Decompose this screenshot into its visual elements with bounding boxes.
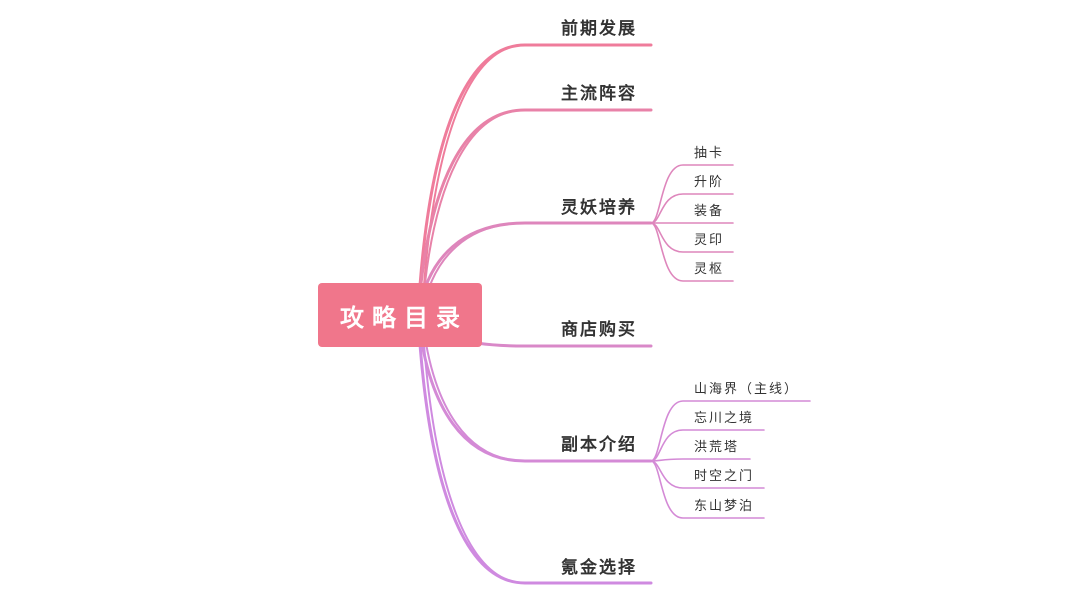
connector-root-branch-shadow [421, 44, 526, 316]
connector-branch-child [650, 460, 765, 519]
child-wangchuan-zhijing[interactable]: 忘川之境 [694, 411, 755, 426]
connector-branch-child [650, 193, 734, 224]
child-honghuang-ta[interactable]: 洪荒塔 [694, 440, 740, 455]
child-shanhaijie-zhuxian[interactable]: 山海界（主线） [694, 382, 800, 397]
branch-qianqi-fazhan[interactable]: 前期发展 [561, 19, 637, 39]
connector-branch-child [650, 164, 734, 224]
branch-fuben-jieshao[interactable]: 副本介绍 [561, 435, 637, 455]
branch-zhuliu-zhenrong[interactable]: 主流阵容 [561, 84, 637, 104]
branch-lingyao-peiyang[interactable]: 灵妖培养 [561, 198, 637, 218]
child-lingshu[interactable]: 灵枢 [694, 262, 725, 277]
connector-branch-child [650, 458, 751, 462]
child-zhuangbei[interactable]: 装备 [694, 204, 725, 219]
connector-branch-child [650, 222, 734, 282]
connector-root-branch-shadow [421, 314, 526, 584]
child-shengjie[interactable]: 升阶 [694, 175, 725, 190]
connector-branch-child [650, 400, 811, 462]
root-label: 攻略目录 [340, 302, 468, 332]
child-dongshan-mengbo[interactable]: 东山梦泊 [694, 499, 755, 514]
connector-root-branch-shadow [421, 109, 526, 316]
root-node[interactable]: 攻略目录 [318, 283, 482, 347]
connector-root-branch-shadow [421, 314, 526, 462]
branch-shangdian-goumai[interactable]: 商店购买 [561, 320, 637, 340]
child-shikong-zhimen[interactable]: 时空之门 [694, 469, 755, 484]
connector-branch-child [650, 429, 765, 462]
child-chouka[interactable]: 抽卡 [694, 146, 725, 161]
child-lingyin[interactable]: 灵印 [694, 233, 725, 248]
branch-kejin-xuanze[interactable]: 氪金选择 [561, 558, 637, 578]
